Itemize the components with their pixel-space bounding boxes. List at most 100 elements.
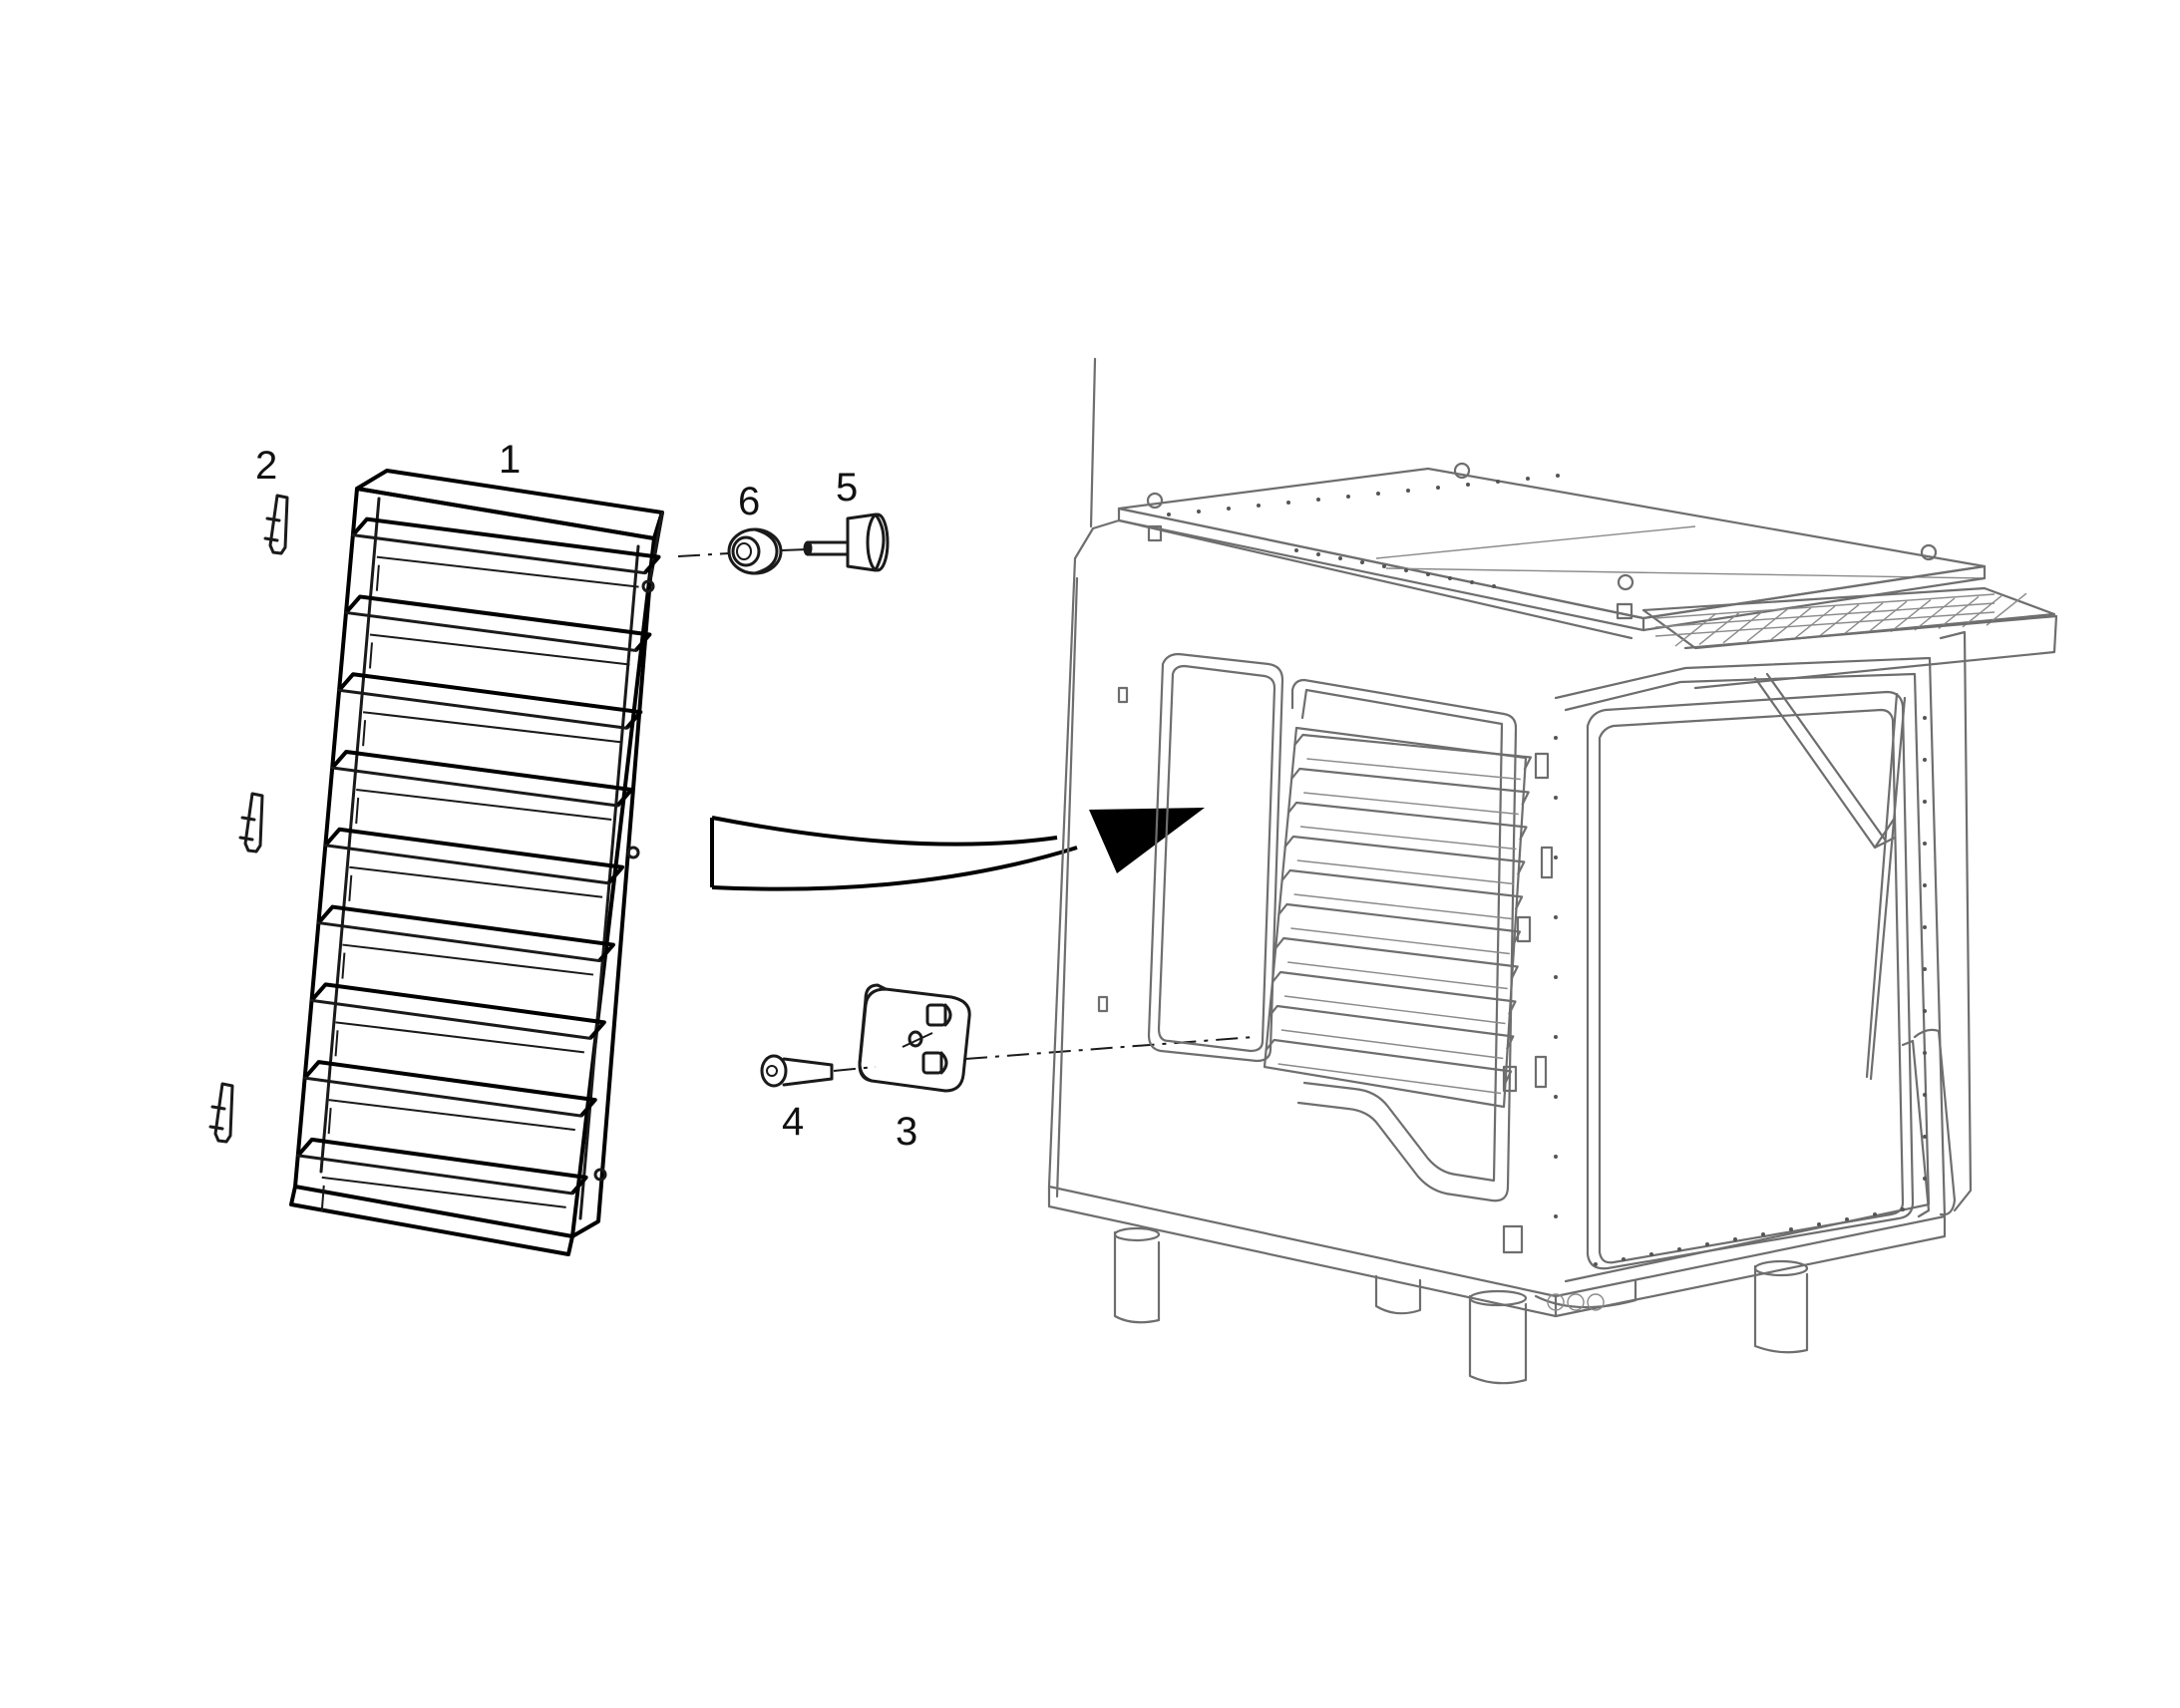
grating-rail [1654, 611, 1996, 637]
cab-louver-slat [1283, 835, 1526, 875]
louver-slat-edge [337, 688, 628, 730]
louver-slat [303, 1060, 597, 1118]
rivet-dot [1492, 584, 1496, 588]
cab-louver-slat [1280, 868, 1524, 910]
rivet-dot [1789, 1227, 1793, 1231]
bushing-part-6[interactable] [727, 527, 783, 575]
callout-1: 1 [499, 438, 521, 482]
louver-slat-gap [348, 874, 353, 901]
grating-bar [1962, 594, 2003, 628]
cab-louver-slat-back [1296, 859, 1515, 885]
rivet-dot [1197, 510, 1201, 513]
cab-louver-slat-back [1293, 893, 1513, 920]
rivet-dot [1733, 1237, 1737, 1241]
louver-slat-gap [355, 797, 360, 825]
rivet-dot [1382, 564, 1386, 568]
rivet-dot [1338, 556, 1342, 560]
cab-louver-slat [1277, 902, 1522, 945]
rivet-dot [1923, 883, 1927, 887]
rubber-buffer-part-5[interactable] [803, 512, 890, 572]
louver-slat [316, 904, 615, 962]
rivet-dot [1622, 1257, 1626, 1261]
rivet-dot [1436, 486, 1440, 490]
louver-slat-gap [334, 1030, 339, 1057]
cab-louver-slat-back [1299, 826, 1517, 851]
louver-slat-back [349, 865, 603, 898]
louver-slat-edge [323, 844, 610, 885]
pin-part-2-middle[interactable] [238, 792, 264, 854]
grating-bar [1722, 610, 1764, 644]
grating-bar [1746, 608, 1788, 642]
rivet-dot [1923, 716, 1927, 720]
rivet-dot [1923, 1009, 1927, 1013]
louver-slat-gap [362, 720, 367, 747]
rivet-dot [1677, 1247, 1681, 1251]
grating-bar [1890, 599, 1932, 633]
rivet-dot [1923, 800, 1927, 804]
cab-louver-slat-back [1280, 1029, 1504, 1060]
cab-louver-slat-back [1283, 995, 1506, 1025]
rivet-dot [1294, 548, 1298, 552]
grating-rail [1654, 593, 1996, 619]
rivet-dot [1554, 915, 1558, 919]
rivet-dot [1404, 568, 1408, 572]
rivet-dot [1554, 1214, 1558, 1218]
grating-bar [1914, 597, 1956, 631]
rivet-dot [1923, 1135, 1927, 1139]
louver-slat-edge [316, 921, 601, 963]
louver-slat-gap [375, 564, 380, 591]
rivet-dot [1167, 512, 1171, 516]
louver-slat-gap [341, 952, 346, 979]
pin-part-2-top[interactable] [263, 494, 289, 555]
rivet-dot [1923, 1177, 1927, 1181]
cab-louver-slat [1268, 1004, 1515, 1050]
cab-louver-slat [1293, 733, 1533, 771]
callout-4: 4 [782, 1100, 804, 1144]
cab-louver-slat-back [1303, 792, 1519, 816]
pin-part-2-bottom[interactable] [208, 1082, 234, 1144]
louver-slat-gap [320, 1185, 325, 1211]
callout-labels: 1 2 3 4 5 6 [255, 438, 917, 1154]
cab-louver-slat-back [1306, 758, 1521, 781]
rivet-dot [1901, 1207, 1905, 1211]
grating-bar [1866, 600, 1908, 634]
grating-bar [1986, 592, 2027, 626]
louver-slat-back [362, 711, 621, 744]
rivet-dot [1649, 1252, 1653, 1256]
rivet-dot [1526, 477, 1530, 481]
cab-louver-slat [1265, 1038, 1513, 1085]
grating-bar [1674, 613, 1716, 647]
rivet-dot [1554, 1155, 1558, 1159]
louver-slat-gap [327, 1108, 332, 1135]
louver-slat [337, 672, 643, 730]
louver-slat-back [369, 633, 630, 666]
rivet-dot [1923, 1051, 1927, 1055]
louver-slat-edge [330, 766, 619, 808]
rivet-dot [1817, 1222, 1821, 1226]
grating-bar [1938, 595, 1980, 629]
installation-arrow [710, 808, 1205, 891]
cab-louver-slat-back [1290, 927, 1510, 955]
rivet-dot [1346, 495, 1350, 499]
louver-slat [344, 594, 652, 652]
louver-slat-gap [368, 642, 373, 669]
rivet-dot [1554, 736, 1558, 740]
louver-slat [351, 516, 661, 574]
louver-slat-back [376, 555, 639, 588]
rivet-dot [1496, 480, 1500, 484]
rivet-dot [1227, 507, 1231, 511]
rivet-dot [1554, 855, 1558, 859]
cab-louver-slat-back [1287, 961, 1508, 990]
louver-slat-edge [344, 610, 637, 652]
cab-louver-slat [1271, 970, 1517, 1015]
screw-part-4[interactable] [760, 1054, 834, 1088]
mounting-bracket-part-3[interactable] [858, 983, 971, 1093]
rivet-dot [1286, 501, 1290, 505]
rivet-dot [1316, 498, 1320, 502]
rivet-dot [1257, 504, 1261, 508]
rivet-dot [1554, 1035, 1558, 1039]
louver-panel-part-1[interactable] [289, 469, 664, 1256]
louver-slat-back [328, 1099, 575, 1132]
grating-bar [1698, 611, 1740, 645]
